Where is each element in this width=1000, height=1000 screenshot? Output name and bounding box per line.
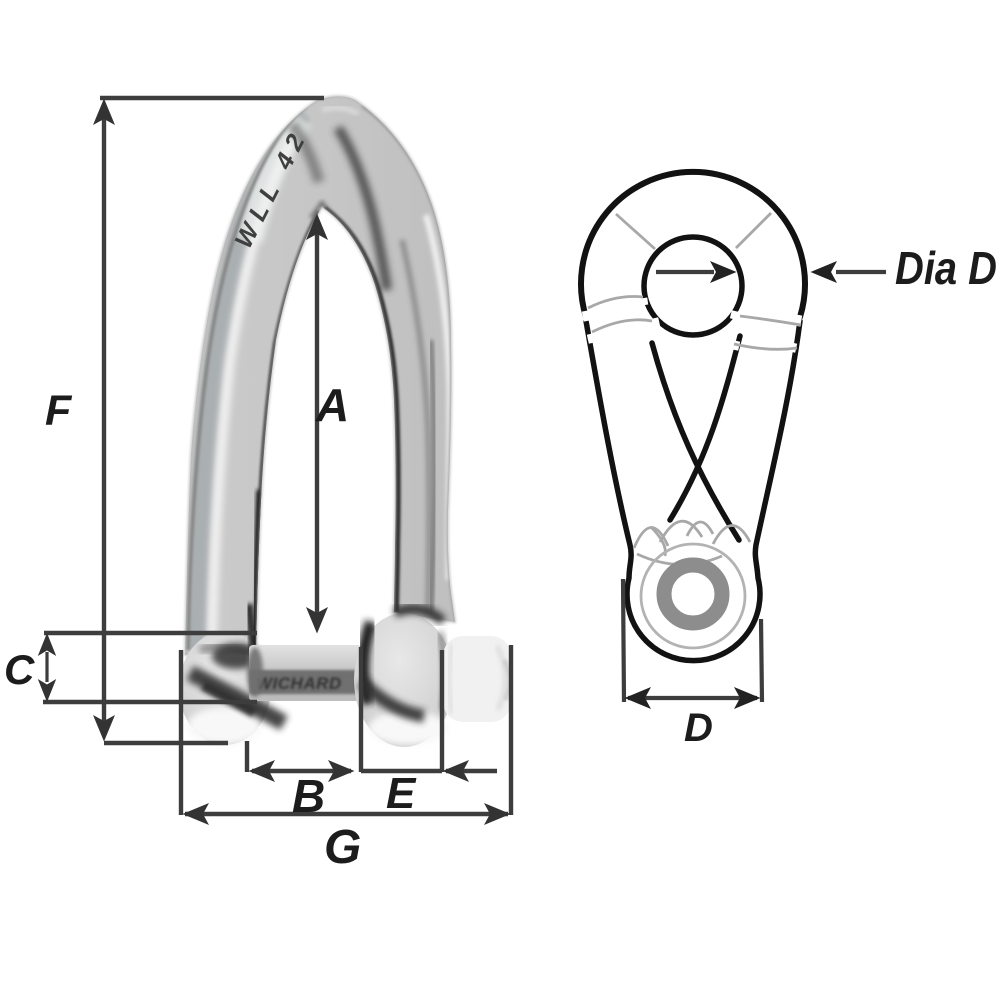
svg-text:Dia D: Dia D xyxy=(895,242,997,294)
svg-text:B: B xyxy=(292,770,325,822)
svg-text:WICHARD: WICHARD xyxy=(256,674,342,693)
svg-text:D: D xyxy=(684,706,713,750)
svg-text:A: A xyxy=(315,379,349,431)
svg-text:F: F xyxy=(45,387,73,435)
svg-text:G: G xyxy=(324,821,361,874)
svg-text:E: E xyxy=(386,769,417,818)
svg-text:C: C xyxy=(4,646,35,693)
